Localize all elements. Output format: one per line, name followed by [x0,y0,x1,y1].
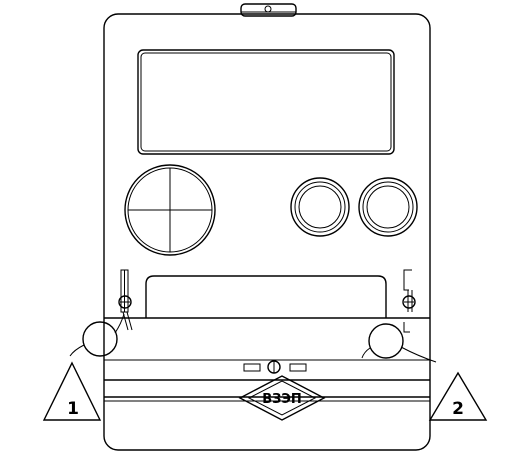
lead-seal-right [368,323,404,359]
manufacturer-logo: ВЗЭП [238,375,326,421]
mounting-hanger [240,3,297,17]
lead-seal-left [82,321,118,357]
seal-screw-right [402,269,416,333]
callout-2: 2 [428,371,488,421]
cover-seal-screw [243,360,307,374]
seal-wire-left [69,313,125,357]
meter-housing [103,13,431,451]
callout-1: 1 [42,361,102,421]
display-window [137,49,395,155]
terminal-cover-bands [104,359,430,402]
nameplate-recess [145,275,387,318]
seal-screw-left [118,269,133,331]
seal-wire-right [361,346,437,363]
round-indicator [124,164,216,256]
callout-2-number: 2 [452,399,464,419]
optical-port-right [358,177,418,237]
optical-port-left [290,177,350,237]
logo-text: ВЗЭП [262,392,302,407]
callout-1-number: 1 [67,399,79,419]
